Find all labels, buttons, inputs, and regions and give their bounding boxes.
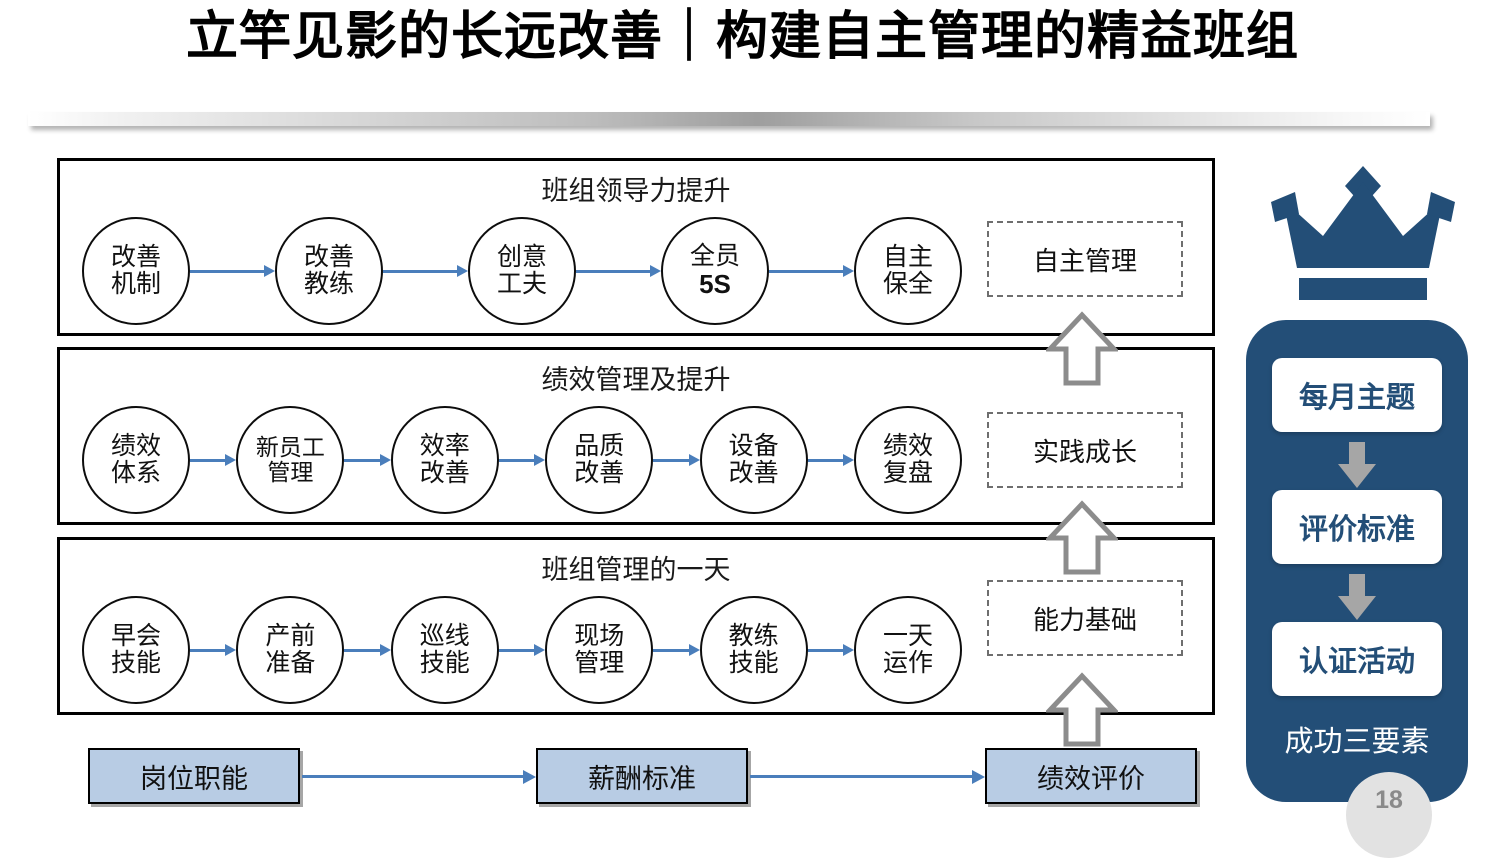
node-circle[interactable]: 自主 保全 [854,217,962,325]
right-arrow-icon [576,265,661,277]
node-line-2: 技能 [419,649,470,677]
right-arrow-icon [653,454,701,466]
node-line-1: 改善 [303,243,354,271]
node-line-2: 体系 [110,459,161,487]
outcome-box: 自主管理 [987,221,1183,297]
node-line-2: 改善 [574,459,625,487]
node-circle[interactable]: 绩效 复盘 [854,406,963,514]
node-line-2: 改善 [728,459,779,487]
page-number-decoration [1346,772,1432,858]
right-arrow-icon [190,454,237,466]
node-circle[interactable]: 创意 工夫 [468,217,576,325]
right-arrow-icon [498,454,546,466]
node-circle[interactable]: 教练 技能 [699,596,808,704]
node-line-1: 效率 [419,432,470,460]
node-line-2: 管理 [267,459,314,485]
right-arrow-icon [383,265,468,277]
pillar-card[interactable]: 评价标准 [1272,490,1442,564]
node-circle[interactable]: 新员工 管理 [236,406,345,514]
node-strip: 绩效 体系 新员工 管理 效率 改善 品质 改善 设备 改善 绩效 复盘 [82,402,963,518]
chain-box[interactable]: 薪酬标准 [536,748,748,804]
right-arrow-icon [750,770,985,784]
node-circle[interactable]: 早会 技能 [82,596,190,704]
row-heading: 班组领导力提升 [541,176,731,206]
row-heading: 班组管理的一天 [541,555,731,585]
right-arrow-icon [344,454,392,466]
node-line-2: 准备 [265,649,316,677]
node-circle[interactable]: 改善 机制 [82,217,190,325]
node-line-2: 管理 [574,649,625,677]
node-circle[interactable]: 现场 管理 [545,596,654,704]
outcome-box: 实践成长 [987,412,1183,488]
row-band-performance: 绩效管理及提升 绩效 体系 新员工 管理 效率 改善 品质 改善 设备 改善 绩… [57,347,1215,525]
chain-box[interactable]: 绩效评价 [985,748,1197,804]
node-line-2: 运作 [883,649,934,677]
down-arrow-icon [1338,442,1376,488]
up-arrow-icon [1046,500,1118,575]
row-band-daily: 班组管理的一天 早会 技能 产前 准备 巡线 技能 现场 管理 教练 技能 一天… [57,537,1215,715]
node-line-1: 自主 [882,243,933,271]
row-heading: 绩效管理及提升 [541,365,731,395]
node-line-2: 技能 [110,649,161,677]
node-line-2: 复盘 [883,459,934,487]
up-arrow-icon [1046,672,1118,747]
node-line-2: 工夫 [496,270,547,298]
node-line-2: 技能 [728,649,779,677]
node-line-2: 改善 [419,459,470,487]
row-band-leadership: 班组领导力提升 改善 机制 改善 教练 创意 工夫 全员 5S 自主 保全 自主… [57,158,1215,336]
node-line-1: 教练 [728,622,779,650]
right-arrow-icon [653,644,701,656]
node-line-1: 现场 [574,622,625,650]
right-arrow-icon [190,265,275,277]
right-arrow-icon [807,644,855,656]
up-arrow-icon [1046,311,1118,386]
node-line-1: 早会 [110,622,161,650]
crown-icon [1271,166,1455,300]
page-title: 立竿见影的长远改善｜构建自主管理的精益班组 [185,8,1299,66]
node-circle[interactable]: 产前 准备 [236,596,345,704]
node-line-1: 创意 [496,243,547,271]
right-arrow-icon [769,265,854,277]
node-line-2: 5S [699,269,731,300]
right-arrow-icon [498,644,546,656]
node-line-1: 新员工 [255,434,325,461]
node-circle[interactable]: 设备 改善 [699,406,808,514]
node-circle[interactable]: 一天 运作 [854,596,963,704]
page-number: 18 [1375,786,1403,814]
node-line-1: 品质 [574,432,625,460]
node-line-1: 设备 [728,432,779,460]
success-pillar: 每月主题 评价标准 认证活动 成功三要素 [1246,320,1468,802]
node-line-1: 巡线 [419,622,470,650]
right-arrow-icon [344,644,392,656]
title-divider [28,112,1430,126]
node-line-1: 绩效 [883,432,934,460]
node-line-2: 教练 [303,270,354,298]
node-circle[interactable]: 改善 教练 [275,217,383,325]
node-strip: 早会 技能 产前 准备 巡线 技能 现场 管理 教练 技能 一天 运作 [82,592,963,708]
node-line-1: 产前 [265,622,316,650]
node-line-1: 绩效 [110,432,161,460]
outcome-box: 能力基础 [987,580,1183,656]
right-arrow-icon [807,454,855,466]
node-circle[interactable]: 绩效 体系 [82,406,190,514]
node-line-1: 改善 [110,243,161,271]
node-circle[interactable]: 效率 改善 [390,406,499,514]
node-circle[interactable]: 全员 5S [661,217,769,325]
node-strip: 改善 机制 改善 教练 创意 工夫 全员 5S 自主 保全 [82,213,962,329]
pillar-caption: 成功三要素 [1284,726,1430,758]
right-arrow-icon [190,644,237,656]
node-line-1: 一天 [883,622,934,650]
pillar-card[interactable]: 认证活动 [1272,622,1442,696]
down-arrow-icon [1338,574,1376,620]
node-line-1: 全员 [689,242,740,271]
node-line-2: 机制 [110,270,161,298]
node-circle[interactable]: 品质 改善 [545,406,654,514]
chain-box[interactable]: 岗位职能 [88,748,300,804]
right-arrow-icon [302,770,536,784]
node-circle[interactable]: 巡线 技能 [390,596,499,704]
node-line-2: 保全 [882,270,933,298]
pillar-card[interactable]: 每月主题 [1272,358,1442,432]
